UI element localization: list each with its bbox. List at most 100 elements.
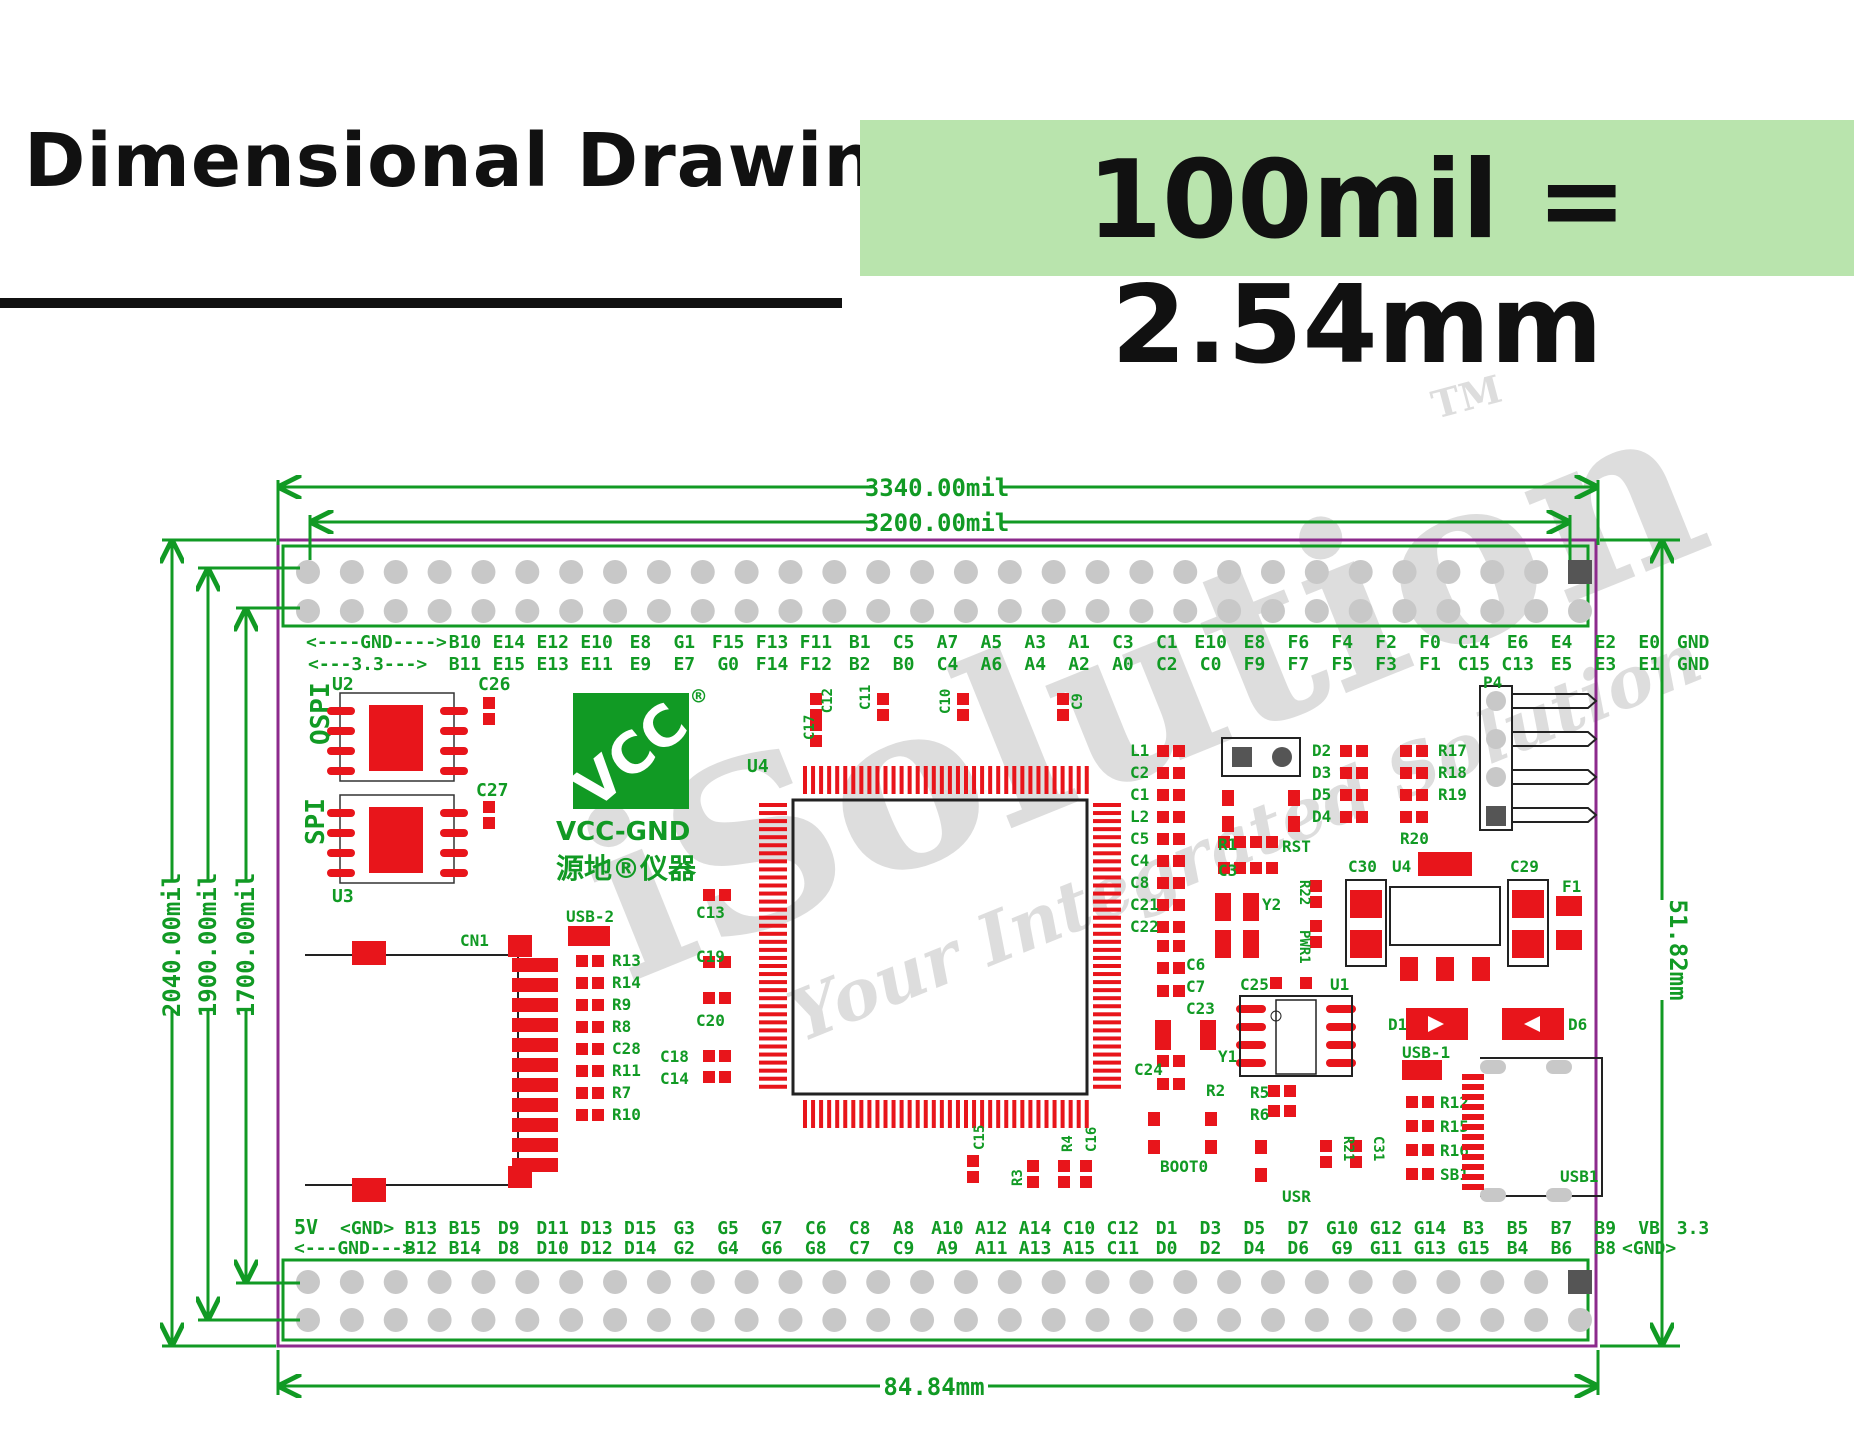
passive-mid	[1173, 789, 1185, 801]
mcu-pin-top	[827, 766, 832, 794]
c31-pad	[1350, 1156, 1362, 1168]
top-label-row1: E8	[630, 632, 652, 653]
label-c10: C10	[938, 689, 954, 714]
label-c29: C29	[1510, 857, 1539, 876]
bottom-pin	[690, 1270, 715, 1294]
mcu-pin-top	[891, 766, 896, 794]
bottom-label-row2: D12	[580, 1238, 613, 1259]
bottom-label-row2: D14	[624, 1238, 657, 1259]
bottom-label-row2: B4	[1507, 1238, 1529, 1259]
cn1-pad	[512, 1018, 558, 1032]
bottom-label-row1: B5	[1507, 1218, 1529, 1239]
bottom-pin	[1304, 1308, 1329, 1332]
bottom-label-row2: D0	[1156, 1238, 1178, 1259]
mcu-pin-left	[759, 803, 787, 807]
label-usb1-top: USB-1	[1402, 1043, 1450, 1062]
chip-leg	[440, 809, 468, 817]
top-label-row2: B11	[449, 654, 482, 675]
label-c18: C18	[660, 1047, 689, 1066]
bottom-label-row1: B15	[449, 1218, 482, 1239]
bottom-pin	[1480, 1270, 1505, 1294]
mcu-pin-left	[759, 1028, 787, 1033]
chip-leg	[440, 869, 468, 877]
resistor-usb	[1406, 1168, 1418, 1180]
mcu-pin-right	[1093, 947, 1121, 952]
chip-leg	[327, 849, 355, 857]
top-pin	[1304, 560, 1329, 584]
dim-outer-width: 3340.00mil	[865, 474, 1010, 502]
label-c31: C31	[1370, 1136, 1386, 1161]
bottom-pin	[1436, 1308, 1461, 1332]
bottom-pin	[1436, 1270, 1461, 1294]
mcu-pin-right	[1093, 1004, 1121, 1009]
bottom-label-row1: D15	[624, 1218, 657, 1239]
usb1-label-pad	[1402, 1060, 1442, 1080]
y1-pad	[1155, 1020, 1171, 1050]
top-label-row1: C14	[1458, 632, 1491, 653]
mcu-pin-right	[1093, 988, 1121, 993]
dim-outer-height: 2040.00mil	[158, 873, 186, 1018]
bottom-label-row1: VB	[1638, 1218, 1660, 1239]
bottom-pin	[471, 1270, 496, 1294]
mcu-pin-left	[759, 996, 787, 1001]
top-label-row1: F2	[1375, 632, 1397, 653]
mcu-pin-left	[759, 1060, 787, 1065]
label-usb2: USB-2	[566, 907, 614, 926]
mcu-pin-top	[819, 766, 824, 794]
rst-pad	[1222, 816, 1234, 832]
mcu-pin-right	[1093, 1020, 1121, 1025]
resistor-right	[1416, 745, 1428, 757]
passive-mid	[1173, 899, 1185, 911]
mcu-pin-left	[759, 939, 787, 944]
mcu-pin-left	[759, 875, 787, 880]
top-label-row1: E6	[1507, 632, 1529, 653]
mcu-pin-bottom	[811, 1100, 816, 1128]
c3-pad	[1266, 862, 1278, 874]
chip-leg	[327, 869, 355, 877]
label-led: D2	[1312, 741, 1331, 760]
top-pin	[1129, 599, 1154, 623]
bottom-pin	[339, 1270, 364, 1294]
label-d1: D1	[1388, 1015, 1407, 1034]
bottom-pin	[822, 1308, 847, 1332]
top-label-row1: A7	[937, 632, 959, 653]
chip-leg	[440, 829, 468, 837]
bottom-label-row1: B7	[1551, 1218, 1573, 1239]
label-usb-resistor: R12	[1440, 1093, 1469, 1112]
r3-pad	[1027, 1176, 1039, 1188]
top-label-row2: A0	[1112, 654, 1134, 675]
c19-pad	[719, 956, 731, 968]
mcu-pin-left	[759, 1044, 787, 1049]
c3-pad	[1250, 862, 1262, 874]
logo-reg: ®	[692, 685, 706, 710]
chip-leg	[327, 829, 355, 837]
mcu-pin-left	[759, 867, 787, 872]
diode-led	[1356, 811, 1368, 823]
usb1-pad	[1462, 1144, 1484, 1150]
bottom-label-row2: G6	[761, 1238, 783, 1259]
top-label-row2: E3	[1595, 654, 1617, 675]
top-pin	[296, 560, 320, 584]
bottom-pin	[1129, 1270, 1154, 1294]
top-pin	[997, 560, 1022, 584]
passive-mid	[1173, 811, 1185, 823]
r22-pad	[1310, 880, 1322, 892]
boot0-pad	[1148, 1140, 1160, 1154]
usr-pad	[1255, 1140, 1267, 1154]
resistor-usb	[1406, 1120, 1418, 1132]
top-pin	[1173, 599, 1198, 623]
mcu-pin-right	[1093, 1084, 1121, 1089]
top-label-row1: A5	[981, 632, 1003, 653]
page-title: Dimensional Drawing	[24, 118, 931, 204]
mcu-body	[791, 798, 1089, 1096]
label-right-resistor: R18	[1438, 763, 1467, 782]
bottom-label-row2: B8	[1594, 1238, 1616, 1259]
top-label-row2: C2	[1156, 654, 1178, 675]
label-right-resistor: R17	[1438, 741, 1467, 760]
chip-leg	[327, 727, 355, 735]
label-left-passive: C28	[612, 1039, 641, 1058]
top-label-row1: G1	[673, 632, 695, 653]
u1-leg	[1236, 1041, 1266, 1049]
top-label-row1: E2	[1595, 632, 1617, 653]
mcu-pin-right	[1093, 907, 1121, 912]
